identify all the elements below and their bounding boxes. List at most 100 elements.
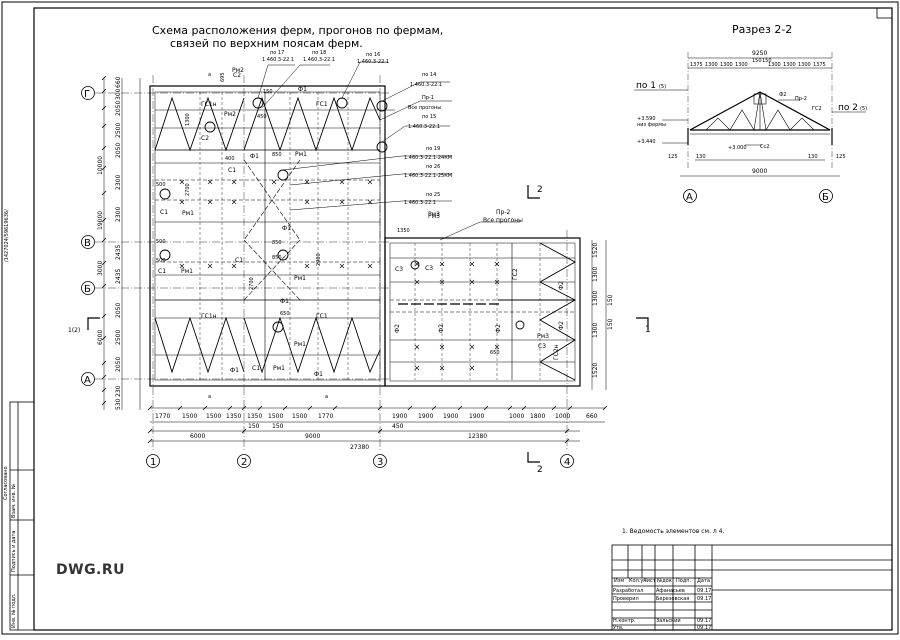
svg-text:1.460.3-22.1: 1.460.3-22.1 <box>410 82 442 88</box>
svg-text:150: 150 <box>272 423 284 430</box>
svg-text:Утв.: Утв. <box>613 625 624 631</box>
svg-text:Ф2: Ф2 <box>495 324 502 333</box>
section-title: Разрез 2-2 <box>732 23 792 36</box>
svg-text:1350: 1350 <box>226 413 241 420</box>
svg-text:(5): (5) <box>860 106 867 112</box>
svg-text:650: 650 <box>490 350 500 356</box>
svg-text:1350: 1350 <box>397 228 410 234</box>
svg-text:Ф2: Ф2 <box>558 321 565 330</box>
svg-text:Рм3: Рм3 <box>428 213 440 220</box>
dim-left-2435b: 2435 <box>115 269 122 284</box>
svg-text:150: 150 <box>248 423 260 430</box>
svg-text:1300: 1300 <box>720 62 733 68</box>
svg-text:500: 500 <box>156 182 166 188</box>
svg-text:Ф1: Ф1 <box>282 225 291 232</box>
svg-text:Ф2: Ф2 <box>394 324 401 333</box>
section-dimensions: 9250 1375 1300 1300 1300 150 150 1300 13… <box>668 50 846 175</box>
svg-text:1770: 1770 <box>318 413 333 420</box>
svg-text:09.17: 09.17 <box>697 588 711 594</box>
plan-title-line-1: Схема расположения ферм, прогонов по фер… <box>152 24 443 37</box>
dimension-ticks <box>101 75 608 444</box>
axis-label-B: Б <box>84 284 91 295</box>
axis-label-2: 2 <box>241 457 247 468</box>
cut-mark-1-left: 1(2) <box>68 327 80 334</box>
svg-text:ГС1н: ГС1н <box>201 313 217 320</box>
svg-text:1900: 1900 <box>392 413 407 420</box>
dim-left-2050b: 2050 <box>115 143 122 158</box>
svg-text:Разработал: Разработал <box>613 588 643 594</box>
dim-left-3000: 3000 <box>97 261 104 276</box>
svg-text:150: 150 <box>752 58 762 64</box>
svg-text:а: а <box>208 72 211 78</box>
dim-left-6000: 6000 <box>97 330 104 345</box>
left-binding-strip <box>9 401 35 631</box>
cut-mark-1-right: 1 <box>645 325 651 335</box>
rm-labels: Рм2 Рм2 Рм1 Рм1 Рм1 Рм1 Рм1 Рм1 Рм3 Рм3 <box>181 67 549 372</box>
svg-text:Ф2: Ф2 <box>558 281 565 290</box>
svg-text:ГС2н: ГС2н <box>553 344 560 360</box>
svg-text:125: 125 <box>836 154 846 160</box>
svg-text:Ф1: Ф1 <box>314 371 323 378</box>
svg-text:1500: 1500 <box>292 413 307 420</box>
svg-text:1375: 1375 <box>813 62 826 68</box>
svg-text:1300: 1300 <box>798 62 811 68</box>
svg-text:1770: 1770 <box>155 413 170 420</box>
svg-text:(5): (5) <box>659 84 666 90</box>
svg-text:С3: С3 <box>425 265 433 272</box>
svg-text:1300: 1300 <box>592 267 599 282</box>
dim-left-10000: 10000 <box>97 156 104 175</box>
small-dimensions: 500 500 500 400 850 850 850 2700 2700 29… <box>156 72 500 356</box>
svg-text:Рм1: Рм1 <box>294 275 306 282</box>
dim-left-2435a: 2435 <box>115 245 122 260</box>
svg-text:по 2: по 2 <box>838 103 858 113</box>
truss-labels: ГС1н ГС1 ГС1н ГС1 ГС2 ГС2н Ф1 Ф1 Ф1 Ф1 Ф… <box>201 86 565 378</box>
svg-text:Рм1: Рм1 <box>181 268 193 275</box>
svg-text:Дата: Дата <box>697 578 710 584</box>
svg-text:Лист: Лист <box>643 578 656 584</box>
svg-text:Рм3: Рм3 <box>428 211 440 218</box>
svg-text:Ф2: Ф2 <box>438 324 445 333</box>
svg-text:695: 695 <box>220 72 226 82</box>
svg-text:№док: №док <box>657 578 672 584</box>
svg-text:150: 150 <box>263 89 273 95</box>
svg-text:Ф1: Ф1 <box>280 298 289 305</box>
svg-text:по 26: по 26 <box>426 164 440 170</box>
svg-text:Подп.: Подп. <box>676 578 692 584</box>
svg-text:1300: 1300 <box>185 113 191 126</box>
svg-text:ГС2: ГС2 <box>512 268 519 280</box>
svg-text:1520: 1520 <box>592 363 599 378</box>
svg-text:09.17: 09.17 <box>697 596 711 602</box>
svg-text:ГС1н: ГС1н <box>201 101 217 108</box>
axis-label-V: В <box>84 238 91 249</box>
cut-mark-2-bottom: 2 <box>537 465 543 475</box>
svg-text:400: 400 <box>225 156 235 162</box>
svg-text:Рм2: Рм2 <box>232 67 244 74</box>
dim-left-230: 230 <box>115 385 122 397</box>
svg-text:низ фермы: низ фермы <box>637 122 666 128</box>
svg-text:по 1: по 1 <box>636 81 656 91</box>
svg-text:1900: 1900 <box>469 413 484 420</box>
svg-text:150: 150 <box>607 294 614 306</box>
svg-text:Все прогоны: Все прогоны <box>408 105 441 111</box>
svg-text:С1: С1 <box>228 167 236 174</box>
svg-text:150: 150 <box>762 58 772 64</box>
bottom-dimensions: 1770 1500 1500 1350 1350 1500 1500 1770 … <box>155 413 598 451</box>
axis-label-3: 3 <box>377 457 383 468</box>
strip-soglasovano: Согласовано <box>3 466 9 500</box>
svg-text:1000: 1000 <box>555 413 570 420</box>
svg-text:по 18: по 18 <box>312 50 326 56</box>
svg-text:9000: 9000 <box>305 433 320 440</box>
svg-text:Афанасьев: Афанасьев <box>656 588 685 594</box>
svg-text:1350: 1350 <box>247 413 262 420</box>
svg-text:1375: 1375 <box>690 62 703 68</box>
section-axis-A: А <box>686 192 693 203</box>
svg-text:Рм1: Рм1 <box>295 151 307 158</box>
svg-text:1500: 1500 <box>268 413 283 420</box>
svg-text:1800: 1800 <box>530 413 545 420</box>
svg-text:1300: 1300 <box>783 62 796 68</box>
svg-text:Березовская: Березовская <box>656 596 689 602</box>
svg-text:1300: 1300 <box>592 323 599 338</box>
svg-text:1500: 1500 <box>206 413 221 420</box>
svg-text:С3: С3 <box>538 343 546 350</box>
